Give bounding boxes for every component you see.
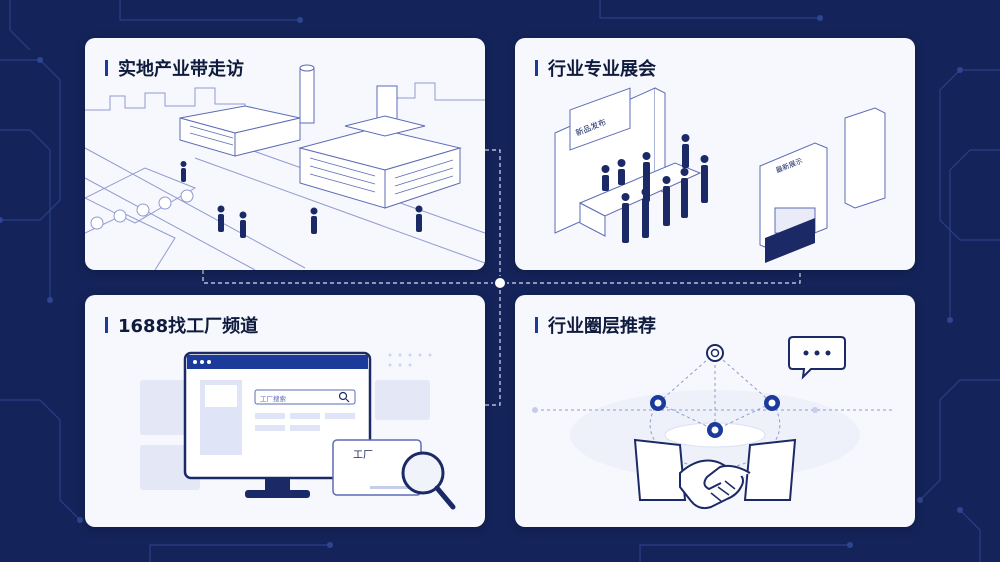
card-title: 行业圈层推荐 xyxy=(535,313,656,337)
industrial-park-illustration xyxy=(85,64,485,270)
title-accent-bar xyxy=(105,60,108,76)
network-handshake-illustration xyxy=(532,336,895,510)
search-placeholder: 工厂搜索 xyxy=(260,394,287,403)
card-circle-recommend[interactable]: 行业圈层推荐 xyxy=(515,295,915,527)
card-title-text: 1688找工厂频道 xyxy=(118,316,259,337)
title-accent-bar xyxy=(105,317,108,333)
card-title: 1688找工厂频道 xyxy=(105,313,258,337)
factory-search-illustration: 工厂搜索 工厂 xyxy=(140,351,456,510)
title-accent-bar xyxy=(535,317,538,333)
card-trade-exhibition[interactable]: 新品发布 最新展示 行业专业展会 xyxy=(515,38,915,270)
title-accent-bar xyxy=(535,60,538,76)
exhibition-booth-illustration: 新品发布 最新展示 xyxy=(554,87,886,263)
card-title-text: 行业圈层推荐 xyxy=(548,316,656,337)
card-factory-channel[interactable]: 工厂搜索 工厂 1688找工厂频道 xyxy=(85,295,485,527)
card-industrial-visit[interactable]: 实地产业带走访 xyxy=(85,38,485,270)
card-title-text: 实地产业带走访 xyxy=(118,59,244,80)
card-title: 行业专业展会 xyxy=(535,56,656,80)
factory-card-text: 工厂 xyxy=(353,450,373,461)
card-title: 实地产业带走访 xyxy=(105,56,244,80)
card-title-text: 行业专业展会 xyxy=(548,59,656,80)
